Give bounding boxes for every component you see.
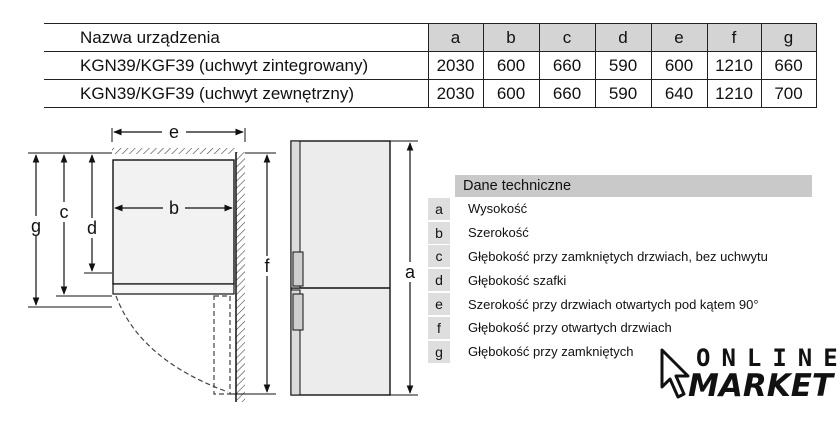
legend-title: Dane techniczne <box>455 175 812 197</box>
list-item: c Głębokość przy zamkniętych drzwiach, b… <box>428 245 812 269</box>
label-b: b <box>169 198 179 218</box>
legend-text: Szerokość <box>468 225 529 241</box>
handle-lower <box>292 293 304 331</box>
logo-text-market: MARKET <box>688 368 834 404</box>
fridge-dimension-diagram: e b g c d f a <box>26 122 420 402</box>
door-closed <box>112 283 235 295</box>
technical-data-legend: Dane techniczne a Wysokość b Szerokość c… <box>428 175 812 364</box>
list-item: f Głębokość przy otwartych drzwiach <box>428 316 812 340</box>
header-col-a: a <box>427 23 483 52</box>
header-col-c: c <box>538 23 595 52</box>
table-cell: 590 <box>594 79 651 108</box>
table-cell: 700 <box>760 79 817 108</box>
fridge-top-view <box>112 159 235 285</box>
header-col-b: b <box>482 23 539 52</box>
legend-text: Głębokość szafki <box>468 272 567 288</box>
header-col-g: g <box>760 23 817 52</box>
table-cell: 660 <box>760 51 817 80</box>
table-cell: 660 <box>538 79 595 108</box>
list-item: e Szerokość przy drzwiach otwartych pod … <box>428 292 812 316</box>
label-c: c <box>60 202 69 222</box>
table-cell: 1210 <box>706 79 761 108</box>
legend-text: Wysokość <box>468 201 528 217</box>
legend-key: f <box>428 316 450 339</box>
table-cell: 660 <box>538 51 595 80</box>
table-cell: 1210 <box>706 51 761 80</box>
table-cell: 590 <box>594 51 651 80</box>
table-cell: 2030 <box>427 51 483 80</box>
legend-text: Szerokość przy drzwiach otwartych pod ką… <box>468 296 759 312</box>
table-row: KGN39/KGF39 (uchwyt zewnętrzny) 2030 600… <box>44 79 817 108</box>
header-col-e: e <box>650 23 707 52</box>
header-col-d: d <box>594 23 651 52</box>
list-item: g Głębokość przy zamkniętych <box>428 340 812 364</box>
table-header-row: Nazwa urządzenia a b c d e f g <box>44 23 817 52</box>
legend-key: b <box>428 221 450 244</box>
list-item: d Głębokość szafki <box>428 268 812 292</box>
fridge-door-upper <box>290 140 301 289</box>
fridge-side-view <box>290 140 391 396</box>
legend-key: g <box>428 340 450 363</box>
header-device-name: Nazwa urządzenia <box>44 23 428 52</box>
label-d: d <box>87 218 97 238</box>
legend-text: Głębokość przy otwartych drzwiach <box>468 320 672 336</box>
handle-upper <box>292 251 304 287</box>
door-open-dashed <box>115 295 229 393</box>
legend-key: c <box>428 245 450 268</box>
label-g: g <box>31 216 41 236</box>
header-col-f: f <box>706 23 761 52</box>
legend-text: Głębokość przy zamkniętych <box>468 344 634 360</box>
wall-hatch <box>236 152 245 402</box>
table-cell: 600 <box>482 79 539 108</box>
list-item: b Szerokość <box>428 221 812 245</box>
table-cell: 2030 <box>427 79 483 108</box>
table-cell: 640 <box>650 79 707 108</box>
table-cell: 600 <box>482 51 539 80</box>
dimensions-table: Nazwa urządzenia a b c d e f g KGN39/KGF… <box>44 23 817 108</box>
top-hatch <box>112 148 236 154</box>
logo-text-online: ONLINE <box>696 344 840 372</box>
legend-key: e <box>428 293 450 316</box>
legend-key: a <box>428 197 450 220</box>
cursor-arrow-icon <box>660 348 690 399</box>
label-f: f <box>264 256 270 276</box>
table-cell: 600 <box>650 51 707 80</box>
legend-key: d <box>428 269 450 292</box>
online-market-logo: ONLINE MARKET <box>652 338 840 416</box>
fridge-door-lower <box>290 289 301 396</box>
list-item: a Wysokość <box>428 197 812 221</box>
door-open-outline <box>213 295 231 395</box>
row-device-name: KGN39/KGF39 (uchwyt zewnętrzny) <box>44 79 428 108</box>
label-a: a <box>405 262 416 282</box>
table-row: KGN39/KGF39 (uchwyt zintegrowany) 2030 6… <box>44 51 817 80</box>
row-device-name: KGN39/KGF39 (uchwyt zintegrowany) <box>44 51 428 80</box>
label-e: e <box>169 122 179 142</box>
legend-text: Głębokość przy zamkniętych drzwiach, bez… <box>468 248 768 264</box>
